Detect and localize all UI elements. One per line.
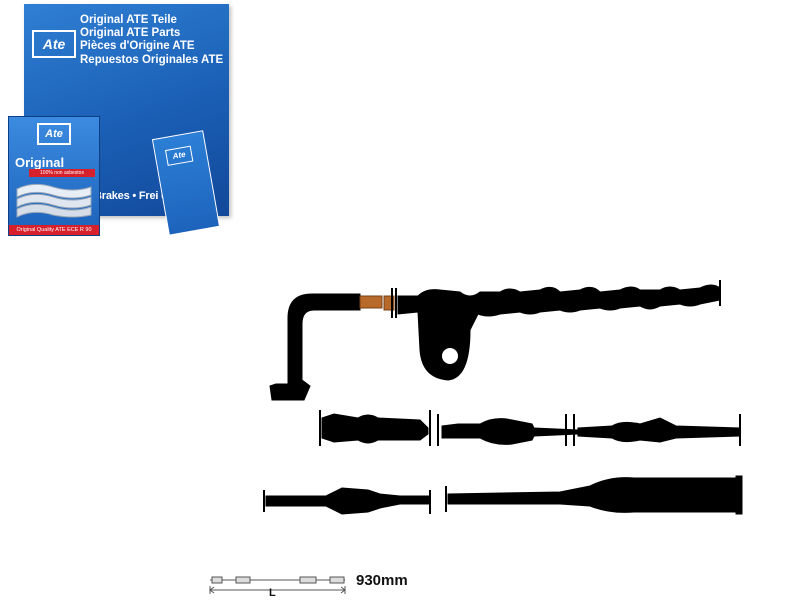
length-dimension-icon: [209, 576, 346, 594]
small-box-red-strip: 100% non asbestos: [29, 169, 95, 177]
small-box-bottom-strip: Original Quality ATE ECE R 90: [9, 225, 99, 235]
package-side-text: Brakes • Frei os: [94, 190, 174, 202]
package-title-line-fr: Pièces d'Origine ATE: [80, 40, 195, 53]
length-value: 930mm: [356, 572, 408, 589]
brake-pads-icon: [16, 183, 92, 218]
bracket-hole: [440, 346, 460, 366]
sensor-segment-row-2: [319, 410, 741, 446]
small-box-label: Original: [15, 155, 65, 170]
sensor-segment-row-3: [263, 475, 743, 515]
ate-logo-icon: Ate: [32, 30, 76, 58]
brake-pad-box: Ate Original 100% non asbestos Original …: [8, 116, 100, 236]
length-symbol: L: [269, 587, 276, 599]
sensor-main-part: [269, 284, 721, 401]
package-title-line-en: Original ATE Parts: [80, 27, 181, 40]
package-title-line-es: Repuestos Originales ATE: [80, 53, 224, 66]
ate-small-logo-icon: Ate: [37, 123, 71, 145]
package-title-block: Original ATE Teile Original ATE Parts Pi…: [80, 14, 223, 67]
package-title-line-de: Original ATE Teile: [80, 14, 177, 26]
